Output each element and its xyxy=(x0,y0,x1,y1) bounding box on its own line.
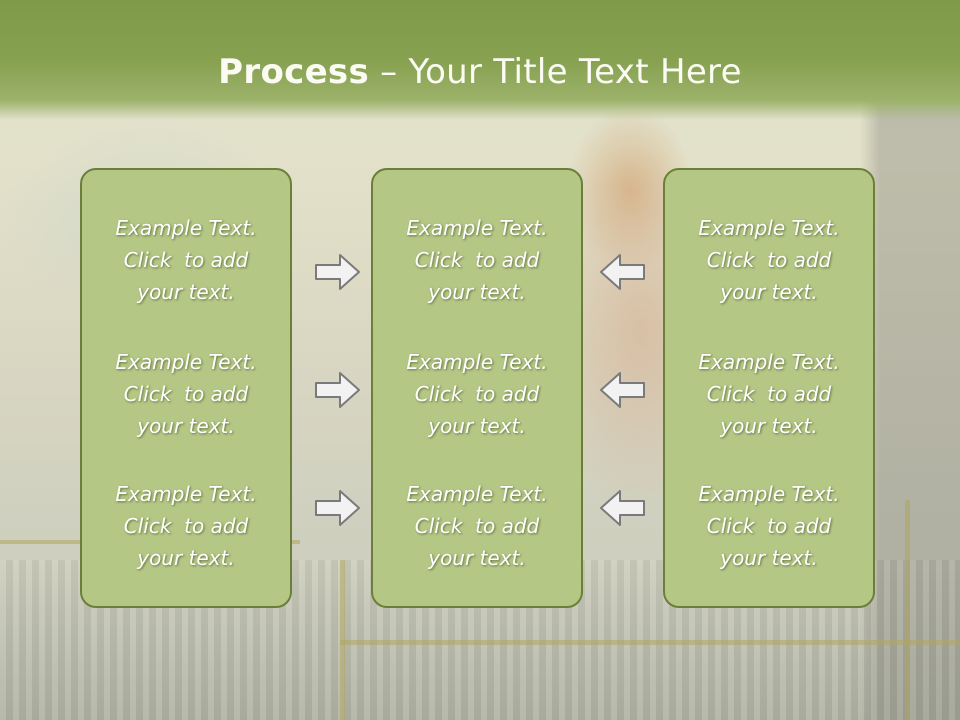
text-line: your text. xyxy=(720,414,818,438)
process-box-left[interactable]: Example Text. Click to add your text. Ex… xyxy=(80,168,292,608)
process-box-right[interactable]: Example Text. Click to add your text. Ex… xyxy=(663,168,875,608)
text-line: Example Text. xyxy=(406,350,548,374)
text-line: your text. xyxy=(137,280,235,304)
title-rest: – Your Title Text Here xyxy=(369,52,742,92)
text-line: Example Text. xyxy=(698,350,840,374)
text-line: your text. xyxy=(428,280,526,304)
left-arrow-icon xyxy=(600,254,645,290)
left-arrow-icon xyxy=(600,490,645,526)
text-line: your text. xyxy=(137,546,235,570)
text-block[interactable]: Example Text. Click to add your text. xyxy=(373,478,581,574)
text-line: Example Text. xyxy=(115,350,257,374)
text-line: Example Text. xyxy=(698,216,840,240)
process-box-center[interactable]: Example Text. Click to add your text. Ex… xyxy=(371,168,583,608)
text-block[interactable]: Example Text. Click to add your text. xyxy=(82,346,290,442)
text-line: Example Text. xyxy=(406,216,548,240)
title-bold: Process xyxy=(218,52,370,92)
text-line: Click to add xyxy=(706,514,832,538)
title-bar: Process – Your Title Text Here xyxy=(0,0,960,120)
text-line: Click to add xyxy=(414,382,540,406)
text-block[interactable]: Example Text. Click to add your text. xyxy=(665,212,873,308)
text-line: Example Text. xyxy=(115,482,257,506)
text-line: your text. xyxy=(428,546,526,570)
text-line: your text. xyxy=(137,414,235,438)
text-line: Click to add xyxy=(123,514,249,538)
slide-title[interactable]: Process – Your Title Text Here xyxy=(0,52,960,92)
text-block[interactable]: Example Text. Click to add your text. xyxy=(665,478,873,574)
text-line: your text. xyxy=(720,280,818,304)
left-arrow-icon xyxy=(600,372,645,408)
text-block[interactable]: Example Text. Click to add your text. xyxy=(665,346,873,442)
text-line: your text. xyxy=(428,414,526,438)
text-block[interactable]: Example Text. Click to add your text. xyxy=(82,212,290,308)
text-line: Click to add xyxy=(123,248,249,272)
right-arrow-icon xyxy=(315,254,360,290)
background-bed-post xyxy=(905,500,910,720)
text-line: your text. xyxy=(720,546,818,570)
text-line: Example Text. xyxy=(406,482,548,506)
text-block[interactable]: Example Text. Click to add your text. xyxy=(82,478,290,574)
text-block[interactable]: Example Text. Click to add your text. xyxy=(373,346,581,442)
text-line: Click to add xyxy=(414,514,540,538)
text-line: Example Text. xyxy=(115,216,257,240)
right-arrow-icon xyxy=(315,372,360,408)
right-arrow-icon xyxy=(315,490,360,526)
text-line: Example Text. xyxy=(698,482,840,506)
text-line: Click to add xyxy=(414,248,540,272)
text-line: Click to add xyxy=(123,382,249,406)
background-bed-post xyxy=(340,560,345,720)
text-line: Click to add xyxy=(706,382,832,406)
text-line: Click to add xyxy=(706,248,832,272)
text-block[interactable]: Example Text. Click to add your text. xyxy=(373,212,581,308)
background-bed-rail xyxy=(340,640,960,645)
